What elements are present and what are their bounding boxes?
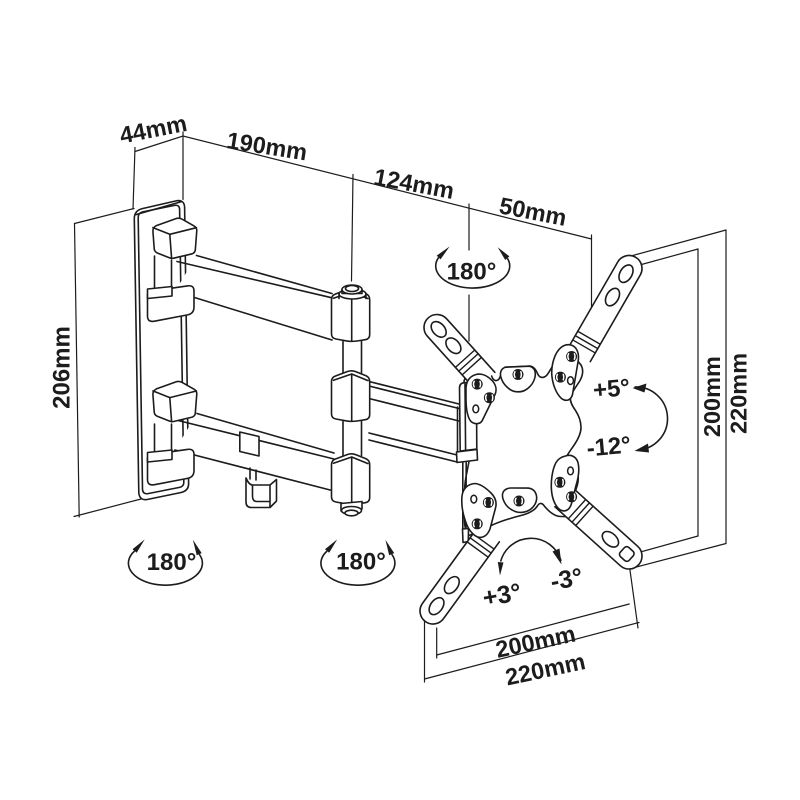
svg-text:44mm: 44mm (117, 110, 189, 148)
svg-text:220mm: 220mm (726, 353, 752, 434)
svg-text:180°: 180° (336, 549, 386, 576)
svg-text:50mm: 50mm (497, 192, 569, 230)
svg-text:124mm: 124mm (372, 164, 456, 204)
svg-text:180°: 180° (147, 549, 197, 576)
svg-text:-12°: -12° (586, 432, 632, 463)
svg-text:+3°: +3° (481, 578, 524, 612)
svg-text:190mm: 190mm (225, 127, 309, 165)
svg-text:200mm: 200mm (699, 356, 725, 437)
svg-text:-3°: -3° (548, 563, 585, 596)
svg-text:206mm: 206mm (49, 326, 76, 409)
svg-text:180°: 180° (447, 259, 497, 286)
svg-text:+5°: +5° (592, 374, 631, 404)
